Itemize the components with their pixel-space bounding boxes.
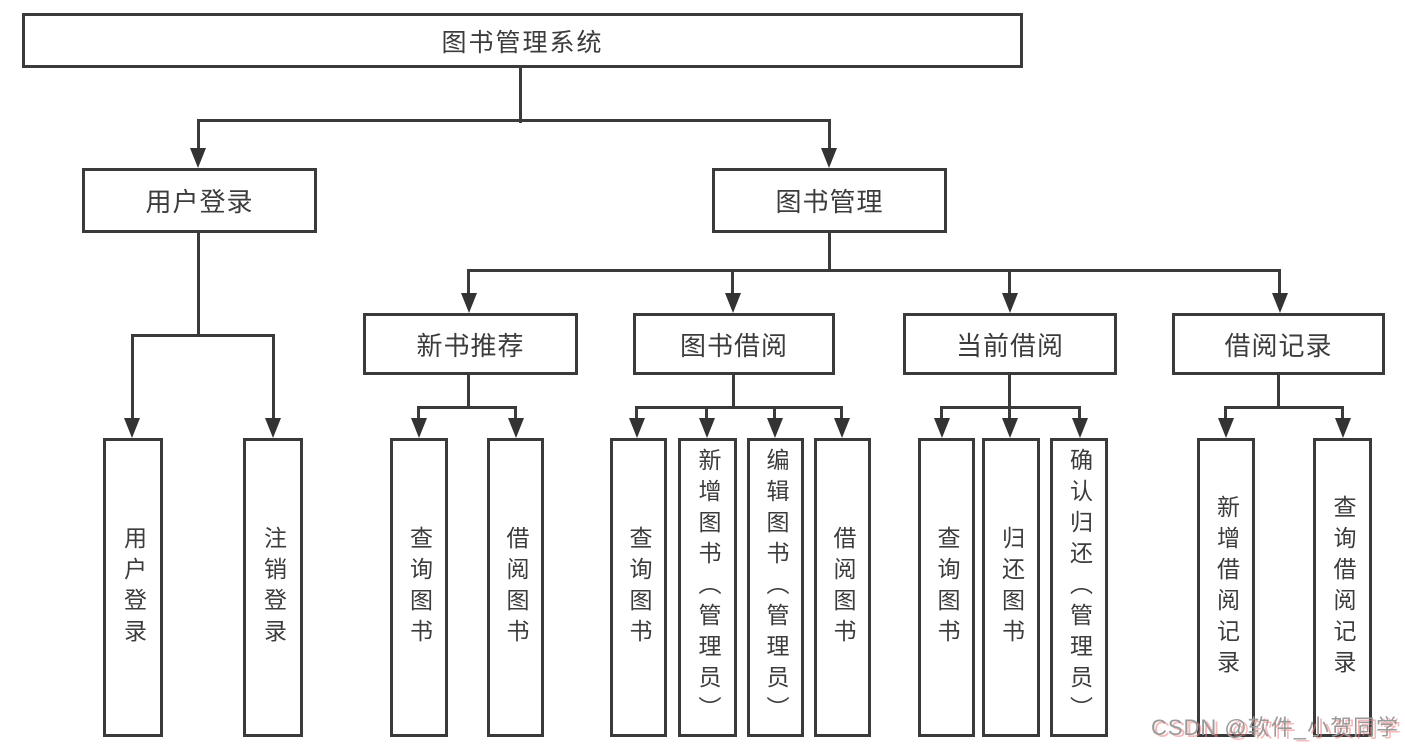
leaf-logout-login: 注销登录 — [243, 438, 303, 737]
connector-line — [272, 335, 275, 422]
leaf-query-books-borrowing: 查询图书 — [610, 438, 667, 737]
node-library-system: 图书管理系统 — [22, 13, 1023, 68]
connector-line — [1277, 374, 1280, 409]
connector-line — [467, 270, 470, 298]
connector-line — [635, 407, 638, 422]
leaf-user-login: 用户登录 — [103, 438, 163, 737]
connector-line — [940, 407, 943, 422]
arrow-down-icon — [725, 293, 741, 313]
arrow-down-icon — [1002, 293, 1018, 313]
connector-line — [1008, 407, 1011, 422]
connector-line — [731, 270, 734, 298]
connector-line — [417, 406, 517, 409]
connector-line — [1341, 407, 1344, 422]
leaf-query-books-current: 查询图书 — [918, 438, 975, 737]
node-borrowing-records: 借阅记录 — [1172, 313, 1385, 375]
arrow-down-icon — [821, 148, 837, 168]
watermark: CSDN @软件_小贺同学 — [1150, 715, 1399, 740]
connector-line — [1278, 270, 1281, 298]
arrow-down-icon — [1218, 418, 1234, 438]
leaf-query-books-recommend: 查询图书 — [390, 438, 448, 737]
connector-line — [467, 269, 1281, 272]
arrow-down-icon — [265, 418, 281, 438]
node-user-login: 用户登录 — [82, 168, 317, 233]
connector-line — [131, 334, 275, 337]
arrow-down-icon — [411, 418, 427, 438]
node-book-borrowing: 图书借阅 — [633, 313, 835, 375]
arrow-down-icon — [629, 418, 645, 438]
leaf-borrow-books: 借阅图书 — [814, 438, 871, 737]
leaf-edit-book-admin: 编辑图书（管理员） — [747, 438, 804, 737]
connector-line — [197, 119, 831, 122]
leaf-add-book-admin: 新增图书（管理员） — [678, 438, 737, 737]
connector-line — [417, 407, 420, 422]
arrow-down-icon — [934, 418, 950, 438]
connector-line — [705, 407, 708, 422]
connector-line — [1224, 407, 1227, 422]
connector-line — [732, 374, 735, 409]
node-book-management: 图书管理 — [712, 168, 947, 233]
connector-line — [519, 68, 522, 123]
arrow-down-icon — [190, 148, 206, 168]
leaf-confirm-return-admin: 确认归还（管理员） — [1050, 438, 1108, 737]
connector-line — [828, 232, 831, 272]
leaf-add-borrow-record: 新增借阅记录 — [1197, 438, 1255, 737]
arrow-down-icon — [1335, 418, 1351, 438]
leaf-return-books: 归还图书 — [982, 438, 1040, 737]
arrow-down-icon — [1272, 293, 1288, 313]
arrow-down-icon — [1072, 418, 1088, 438]
connector-line — [514, 407, 517, 422]
arrow-down-icon — [767, 418, 783, 438]
connector-line — [1008, 374, 1011, 409]
connector-line — [197, 120, 200, 152]
arrow-down-icon — [1002, 418, 1018, 438]
connector-line — [1078, 407, 1081, 422]
connector-line — [1008, 270, 1011, 298]
connector-line — [467, 374, 470, 409]
leaf-query-borrow-record: 查询借阅记录 — [1313, 438, 1372, 737]
node-new-book-recommend: 新书推荐 — [363, 313, 578, 375]
connector-line — [840, 407, 843, 422]
node-current-borrowing: 当前借阅 — [903, 313, 1117, 375]
leaf-borrow-books-recommend: 借阅图书 — [487, 438, 544, 737]
connector-line — [197, 232, 200, 337]
arrow-down-icon — [508, 418, 524, 438]
arrow-down-icon — [699, 418, 715, 438]
connector-line — [940, 406, 1081, 409]
connector-line — [1224, 406, 1344, 409]
connector-line — [635, 406, 843, 409]
arrow-down-icon — [461, 293, 477, 313]
connector-line — [131, 335, 134, 422]
arrow-down-icon — [124, 418, 140, 438]
arrow-down-icon — [834, 418, 850, 438]
connector-line — [828, 120, 831, 152]
connector-line — [773, 407, 776, 422]
